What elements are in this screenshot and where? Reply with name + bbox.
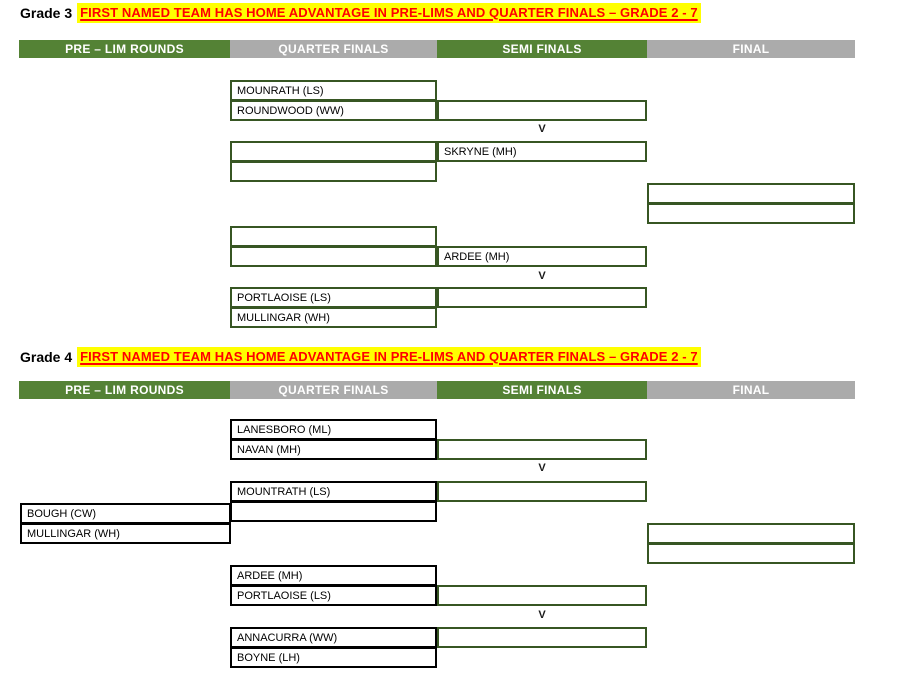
grade3-qf4-top-slot: PORTLAOISE (LS) (230, 287, 437, 308)
grade3-final-top-slot (647, 183, 855, 204)
grade3-home-advantage-notice: FIRST NAMED TEAM HAS HOME ADVANTAGE IN P… (77, 3, 701, 23)
grade4-sf2-top-slot (437, 585, 647, 606)
grade4-prelim-bottom-slot: MULLINGAR (WH) (20, 523, 231, 544)
grade3-header-quarter-finals: QUARTER FINALS (230, 40, 437, 58)
grade4-qf1-bottom-slot: NAVAN (MH) (230, 439, 437, 460)
grade4-header-quarter-finals: QUARTER FINALS (230, 381, 437, 399)
grade4-qf1-top-slot: LANESBORO (ML) (230, 419, 437, 440)
grade4-qf3-bottom-slot: PORTLAOISE (LS) (230, 585, 437, 606)
grade4-sf2-bottom-slot (437, 627, 647, 648)
grade4-qf2-top-slot: MOUNTRATH (LS) (230, 481, 437, 502)
grade3-qf3-bottom-slot (230, 246, 437, 267)
grade4-qf3-top-slot: ARDEE (MH) (230, 565, 437, 586)
grade4-final-bottom-slot (647, 543, 855, 564)
grade3-sf1-top-slot (437, 100, 647, 121)
grade3-qf1-bottom-slot: ROUNDWOOD (WW) (230, 100, 437, 121)
grade4-home-advantage-notice: FIRST NAMED TEAM HAS HOME ADVANTAGE IN P… (77, 347, 701, 367)
grade4-header-prelim-rounds: PRE – LIM ROUNDS (19, 381, 230, 399)
grade3-qf2-bottom-slot (230, 161, 437, 182)
grade4-label: Grade 4 (20, 349, 73, 365)
grade3-header-final: FINAL (647, 40, 855, 58)
grade3-sf1-bottom-slot: SKRYNE (MH) (437, 141, 647, 162)
grade3-versus-1: V (538, 123, 546, 135)
grade3-qf3-top-slot (230, 226, 437, 247)
grade4-prelim-top-slot: BOUGH (CW) (20, 503, 231, 524)
grade3-sf2-top-slot: ARDEE (MH) (437, 246, 647, 267)
grade3-qf1-top-slot: MOUNRATH (LS) (230, 80, 437, 101)
grade4-qf4-top-slot: ANNACURRA (WW) (230, 627, 437, 648)
grade4-column-headers: PRE – LIM ROUNDS QUARTER FINALS SEMI FIN… (19, 381, 855, 399)
grade3-sf2-bottom-slot (437, 287, 647, 308)
grade4-qf2-bottom-slot (230, 501, 437, 522)
grade4-qf4-bottom-slot: BOYNE (LH) (230, 647, 437, 668)
grade3-header-prelim-rounds: PRE – LIM ROUNDS (19, 40, 230, 58)
grade3-qf4-bottom-slot: MULLINGAR (WH) (230, 307, 437, 328)
grade4-sf1-bottom-slot (437, 481, 647, 502)
grade3-column-headers: PRE – LIM ROUNDS QUARTER FINALS SEMI FIN… (19, 40, 855, 58)
grade3-title-row: Grade 3 FIRST NAMED TEAM HAS HOME ADVANT… (20, 3, 701, 23)
grade4-sf1-top-slot (437, 439, 647, 460)
grade4-final-top-slot (647, 523, 855, 544)
grade3-qf2-top-slot (230, 141, 437, 162)
grade4-title-row: Grade 4 FIRST NAMED TEAM HAS HOME ADVANT… (20, 347, 701, 367)
grade3-header-semi-finals: SEMI FINALS (437, 40, 647, 58)
grade3-final-bottom-slot (647, 203, 855, 224)
grade3-label: Grade 3 (20, 5, 73, 21)
grade3-versus-2: V (538, 270, 546, 282)
grade4-versus-2: V (538, 609, 546, 621)
grade4-header-final: FINAL (647, 381, 855, 399)
grade4-header-semi-finals: SEMI FINALS (437, 381, 647, 399)
grade4-versus-1: V (538, 462, 546, 474)
